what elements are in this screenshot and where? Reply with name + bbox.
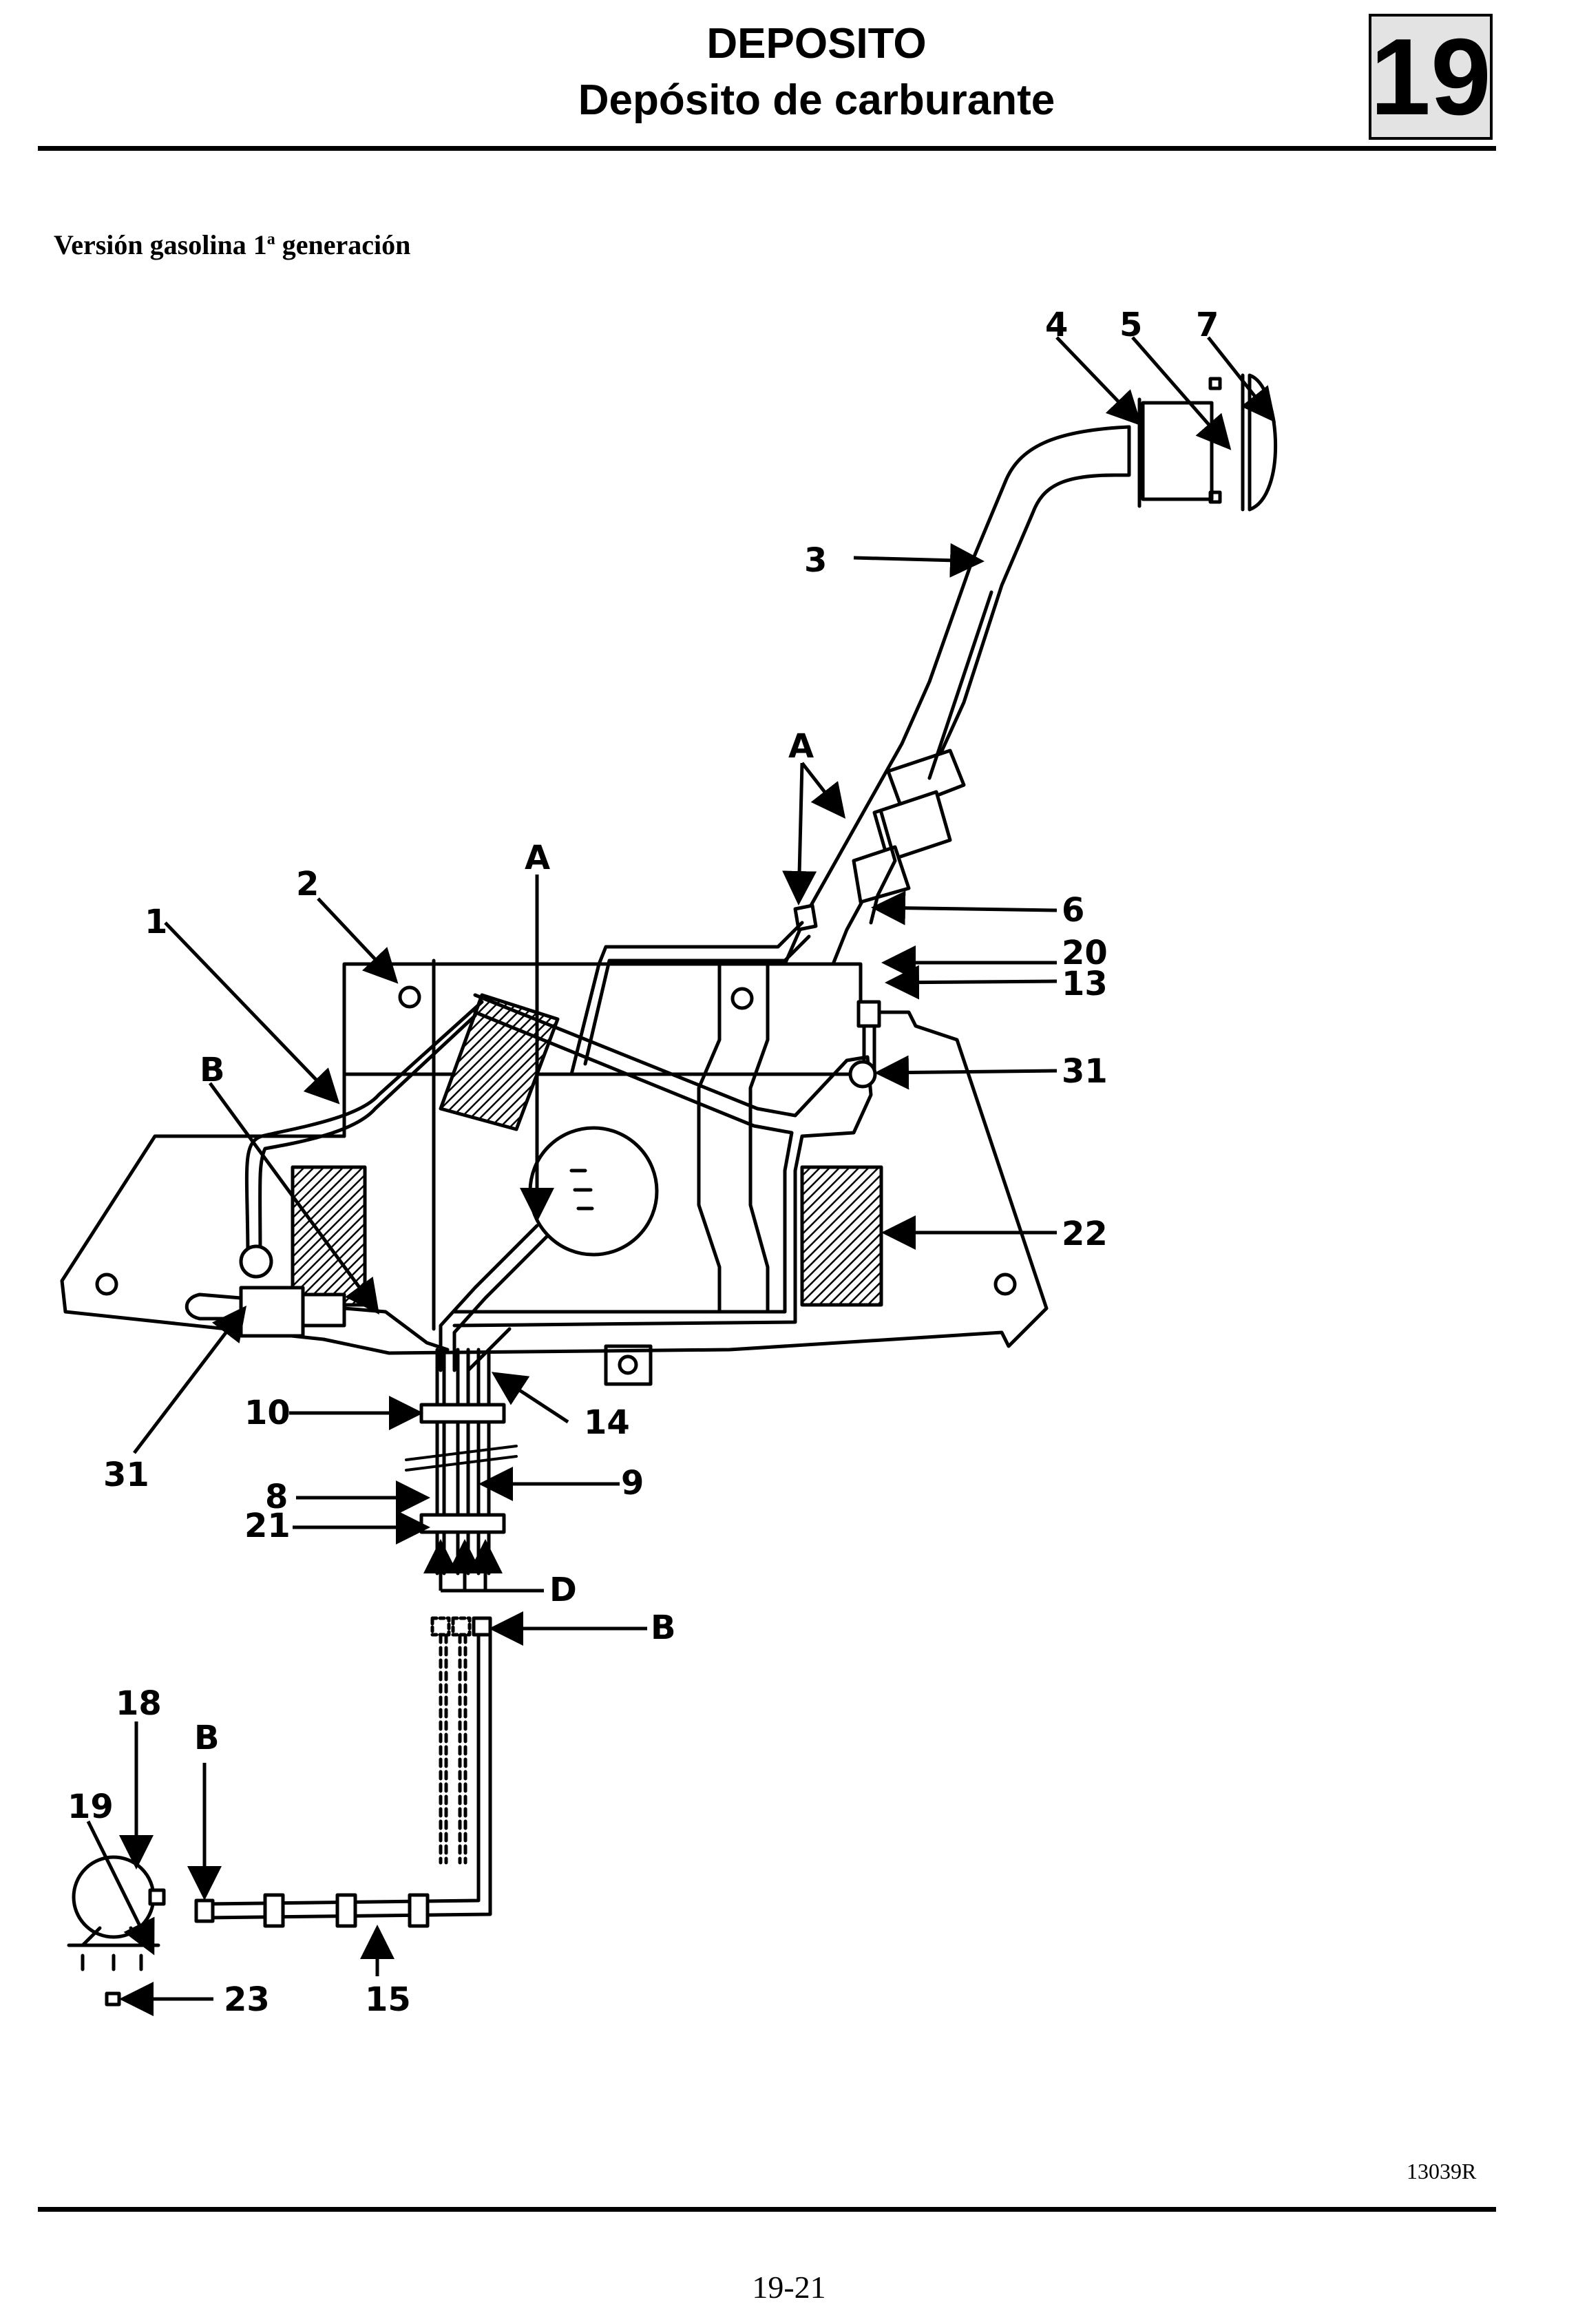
leader-2	[317, 897, 399, 984]
chapter-badge: 19	[1369, 14, 1493, 140]
header-rule	[38, 146, 1496, 151]
label-13: 13	[1062, 965, 1108, 1003]
label-18: 18	[116, 1684, 162, 1723]
leader-31-left	[133, 1306, 247, 1454]
label-2: 2	[296, 865, 319, 903]
label-31-left: 31	[103, 1456, 149, 1494]
leader-B-tank	[208, 1082, 379, 1315]
label-6: 6	[1062, 891, 1084, 930]
label-14: 14	[584, 1403, 630, 1442]
section-title-start: Versión gasolina 1	[54, 229, 267, 260]
filler-neck	[783, 425, 1131, 966]
label-15: 15	[365, 1980, 411, 2019]
leader-3	[853, 543, 985, 578]
label-5: 5	[1119, 306, 1142, 344]
leader-4	[1055, 336, 1142, 426]
label-10: 10	[244, 1394, 291, 1432]
leader-7	[1207, 336, 1276, 423]
label-31-right: 31	[1062, 1052, 1108, 1091]
label-3: 3	[804, 541, 827, 580]
label-B-right: B	[651, 1609, 676, 1647]
label-21: 21	[244, 1507, 291, 1545]
page-number: 19-21	[752, 2270, 826, 2305]
label-8: 8	[265, 1478, 288, 1516]
label-22: 22	[1062, 1215, 1108, 1253]
page-subtitle: Depósito de carburante	[578, 76, 1055, 124]
label-A-top: A	[788, 727, 814, 766]
return-pipe	[244, 1000, 484, 1262]
label-B-tank: B	[200, 1051, 225, 1089]
underbody-pipe	[204, 1633, 492, 1920]
leader-14	[491, 1372, 569, 1424]
figure-reference: 13039R	[1407, 2159, 1477, 2184]
label-A-center: A	[525, 839, 550, 877]
leader-1	[164, 921, 340, 1105]
leader-13	[885, 965, 1058, 1000]
chapter-number: 19	[1370, 16, 1491, 138]
section-title-superscript: a	[266, 230, 275, 249]
leader-19	[86, 1820, 155, 1956]
leader-A-top1	[801, 762, 846, 819]
leader-6	[871, 890, 1058, 925]
section-title: Versión gasolina 1a generación	[54, 229, 410, 261]
label-D: D	[549, 1571, 577, 1609]
vent-hose	[569, 921, 811, 1076]
label-19: 19	[67, 1788, 114, 1826]
leader-31-right	[874, 1055, 1058, 1090]
leader-A-top2	[782, 762, 817, 905]
label-9: 9	[621, 1464, 644, 1503]
label-1: 1	[145, 903, 167, 941]
label-20: 20	[1062, 934, 1108, 972]
page-title: DEPOSITO	[706, 20, 927, 67]
label-7: 7	[1196, 306, 1219, 344]
tank-center-channel	[697, 962, 722, 1314]
section-title-end: generación	[275, 229, 411, 260]
leader-5	[1131, 336, 1232, 450]
label-B-left: B	[194, 1719, 220, 1757]
label-4: 4	[1045, 306, 1068, 344]
supply-pipe	[452, 993, 873, 1328]
footer-rule	[38, 2207, 1496, 2212]
label-23: 23	[224, 1980, 270, 2019]
